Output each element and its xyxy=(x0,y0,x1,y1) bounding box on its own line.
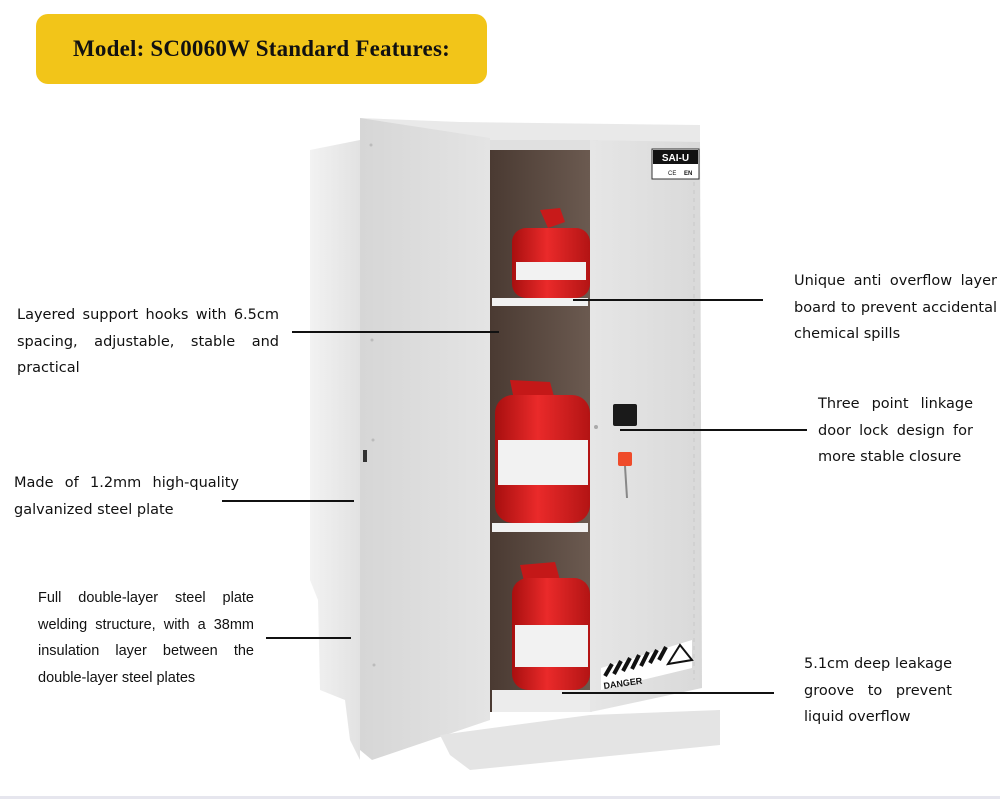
danger-label: DANGER xyxy=(601,640,694,691)
left-door xyxy=(360,118,490,760)
header-banner: Model: SC0060W Standard Features: xyxy=(36,14,487,84)
red-safety-can-top xyxy=(512,208,590,298)
svg-text:CE: CE xyxy=(668,171,676,177)
svg-text:EN: EN xyxy=(684,171,692,177)
padlock-icon xyxy=(618,452,632,466)
leader-line-steel-plate xyxy=(222,500,354,502)
leakage-groove xyxy=(492,690,592,712)
callout-anti-overflow: Unique anti overflow layer board to prev… xyxy=(794,273,997,342)
callout-door-lock: Three point linkage door lock design for… xyxy=(818,396,973,465)
callout-steel-plate: Made of 1.2mm high-quality galvanized st… xyxy=(14,475,239,518)
right-door: SAI-U CE EN DANGER xyxy=(590,140,702,712)
bottom-divider xyxy=(0,796,1000,799)
red-safety-can-bottom xyxy=(512,562,590,690)
leader-line-support-hooks xyxy=(292,331,499,333)
svg-text:SAI-U: SAI-U xyxy=(662,153,689,164)
brand-plate: SAI-U CE EN xyxy=(651,148,700,180)
red-safety-can-middle xyxy=(495,380,590,523)
leader-line-double-layer xyxy=(266,637,351,639)
door-lock xyxy=(594,404,637,499)
leader-line-leakage-groove xyxy=(562,692,774,694)
page-title: Model: SC0060W Standard Features: xyxy=(73,36,450,61)
leader-line-anti-overflow xyxy=(573,299,763,301)
callout-leakage-groove: 5.1cm deep leakage groove to prevent liq… xyxy=(804,656,952,725)
leader-line-door-lock xyxy=(620,429,807,431)
callout-support-hooks: Layered support hooks with 6.5cm spacing… xyxy=(17,307,279,376)
cabinet-side-panel xyxy=(310,140,360,760)
lower-shelf xyxy=(492,523,588,532)
anti-overflow-shelf xyxy=(492,298,588,306)
callout-double-layer: Full double-layer steel plate welding st… xyxy=(38,590,254,686)
